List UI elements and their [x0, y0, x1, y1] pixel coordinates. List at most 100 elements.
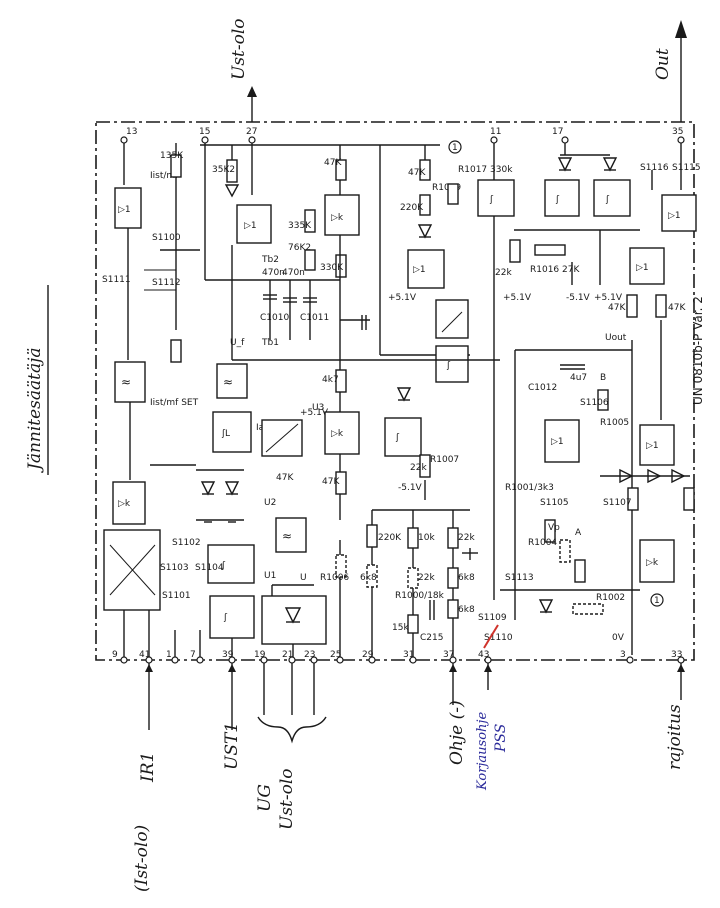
pin-43: 43: [478, 650, 489, 660]
ust-olo-arrow: [247, 86, 257, 97]
pss-label: PSS: [493, 724, 509, 753]
label-s1101: S1101: [162, 591, 191, 601]
label-s1112: S1112: [152, 278, 181, 288]
label-plus-5v1-b: +5.1V: [388, 293, 417, 303]
label-iistmf-1: Iist/mf: [150, 171, 179, 181]
label-c1012: C1012: [528, 383, 557, 393]
label-470n-1: 470n: [262, 268, 285, 278]
label-4k7: 4k7: [322, 375, 339, 385]
svg-text:ʃ: ʃ: [223, 613, 228, 623]
label-plus-5v1-d: +5.1V: [594, 293, 623, 303]
left-column: ▷1 ≈ ▷k: [103, 143, 161, 657]
label-22k-d: 22k: [495, 268, 512, 278]
label-6k8: 6k8: [458, 573, 475, 583]
label-47k-g: 47K: [668, 303, 686, 313]
label-s1100: S1100: [152, 233, 181, 243]
label-22k-c: 22k: [410, 463, 427, 473]
label-47k-e: 47K: [408, 168, 426, 178]
label-u3: U3: [312, 403, 324, 413]
ust-olo-top-label: Ust-olo: [229, 18, 249, 80]
pin-17: 17: [552, 127, 563, 137]
svg-text:ʃ: ʃ: [446, 361, 451, 371]
label-22k-a: 22k: [418, 573, 435, 583]
svg-text:ʃ: ʃ: [489, 195, 494, 205]
label-plus-5v1-c: +5.1V: [503, 293, 532, 303]
diode-pair-left: [196, 469, 244, 523]
svg-text:ʃL: ʃL: [221, 429, 230, 439]
label-a: A: [575, 528, 582, 538]
label-s1115: S1115: [672, 163, 701, 173]
label-s1103: S1103: [160, 563, 189, 573]
input-wires: [145, 663, 685, 744]
label-tb1: Tb1: [261, 338, 279, 348]
ohje-label: Ohje (-): [447, 700, 467, 765]
ir1-label: IR1: [138, 752, 158, 783]
pin-41: 41: [139, 650, 150, 660]
label-4u7: 4u7: [570, 373, 587, 383]
label-220k: 220K: [400, 203, 424, 213]
svg-text:▷1: ▷1: [551, 437, 564, 447]
label-r1009: R1009: [432, 183, 461, 193]
label-minus-5v1-a: -5.1V: [398, 483, 423, 493]
label-r1005: R1005: [600, 418, 629, 428]
label-335k: 335K: [288, 221, 312, 231]
label-76k2: 76K2: [288, 243, 311, 253]
svg-text:▷k: ▷k: [331, 429, 344, 439]
svg-text:▷1: ▷1: [413, 265, 426, 275]
label-r1006: 6k8: [360, 573, 377, 583]
bus-lines: [150, 216, 500, 657]
ist-olo-label: (Ist-olo): [132, 825, 152, 892]
pin-23: 23: [304, 650, 315, 660]
svg-text:ʃ: ʃ: [555, 195, 560, 205]
label-s1106: S1106: [580, 398, 609, 408]
top-pins: [120, 136, 685, 144]
label-r1003: R1006: [320, 573, 349, 583]
pin-27: 27: [246, 127, 257, 137]
mid-right-block: ▷1 ʃ ʃ 1: [379, 140, 470, 500]
resistor-135k-column: [144, 143, 182, 363]
label-uout: Uout: [605, 333, 627, 343]
label-s1105: S1105: [540, 498, 569, 508]
label-47k-b: 47K: [322, 477, 340, 487]
svg-text:≈: ≈: [282, 529, 292, 543]
svg-text:ʃ: ʃ: [395, 433, 400, 443]
rajoitus-label: rajoitus: [665, 704, 685, 770]
pin-13: 13: [126, 127, 137, 137]
label-s1104: S1104: [195, 563, 224, 573]
label-u1: U1: [264, 571, 276, 581]
svg-text:≈: ≈: [121, 375, 131, 389]
label-vp: Vp: [548, 523, 560, 533]
svg-text:▷k: ▷k: [331, 213, 344, 223]
label-47k-c: 47K: [276, 473, 294, 483]
out-label: Out: [653, 48, 673, 80]
label-ia: Ia: [256, 423, 264, 433]
label-plus-5v1-a: +5.1V: [300, 408, 329, 418]
svg-text:▷1: ▷1: [636, 263, 649, 273]
label-r1007: R1000/18k: [395, 591, 445, 601]
label-s1110: S1110: [484, 633, 513, 643]
label-minus-5v1-b: -5.1V: [566, 293, 591, 303]
pin-1: 1: [166, 650, 172, 660]
label-s1107: S1107: [603, 498, 632, 508]
page-title: Jännitesäätäjä: [25, 347, 45, 473]
svg-text:▷1: ▷1: [118, 205, 131, 215]
ref-divider-block: [366, 509, 478, 657]
svg-text:ʃ: ʃ: [221, 561, 226, 571]
label-c1010: C1010: [260, 313, 289, 323]
central-amp-column: ▷k ▷k: [200, 144, 440, 657]
ust1-label: UST1: [222, 722, 242, 770]
label-r1004: R1004: [528, 538, 557, 548]
label-c215: C215: [420, 633, 443, 643]
label-s1116: S1116: [640, 163, 669, 173]
right-middle-block: ▷1: [500, 349, 640, 620]
pin-31: 31: [403, 650, 414, 660]
label-uf: U_f: [230, 338, 245, 348]
pin-39: 39: [222, 650, 234, 660]
label-r1017: R1017 330k: [458, 165, 513, 175]
pin-37: 37: [443, 650, 454, 660]
svg-text:▷1: ▷1: [244, 221, 257, 231]
svg-text:▷k: ▷k: [646, 558, 659, 568]
label-47k-f: 47K: [608, 303, 626, 313]
out-arrow: [675, 20, 687, 38]
